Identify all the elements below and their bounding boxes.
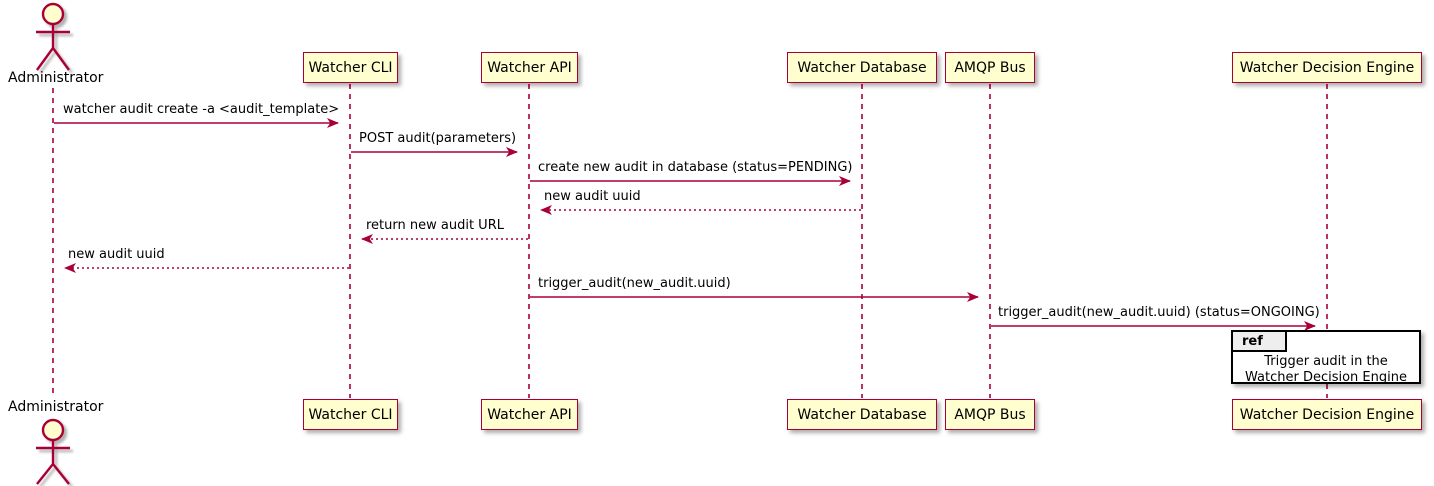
- participant-label: Watcher API: [487, 59, 572, 76]
- participant-label: AMQP Bus: [954, 59, 1026, 76]
- ref-body-line-1: Trigger audit in the: [1264, 354, 1388, 369]
- ref-body: Trigger audit in the Watcher Decision En…: [1233, 354, 1419, 386]
- participant-label: AMQP Bus: [954, 406, 1026, 423]
- message-label-6: new audit uuid: [68, 247, 165, 262]
- actor-label-bottom: Administrator: [8, 399, 104, 415]
- participant-bottom-watcher-api[interactable]: Watcher API: [481, 399, 578, 430]
- message-label-3: create new audit in database (status=PEN…: [538, 160, 853, 175]
- actor-label-top: Administrator: [8, 70, 104, 86]
- participant-bottom-amqp-bus[interactable]: AMQP Bus: [945, 399, 1035, 430]
- participant-top-watcher-decision-engine[interactable]: Watcher Decision Engine: [1232, 52, 1422, 83]
- participant-bottom-watcher-cli[interactable]: Watcher CLI: [303, 399, 398, 430]
- participant-label: Watcher Decision Engine: [1239, 59, 1415, 76]
- participant-top-amqp-bus[interactable]: AMQP Bus: [945, 52, 1035, 83]
- message-label-8: trigger_audit(new_audit.uuid) (status=ON…: [998, 305, 1320, 320]
- message-label-2: POST audit(parameters): [359, 131, 517, 146]
- actor-administrator-top: [36, 2, 70, 71]
- participant-bottom-watcher-database[interactable]: Watcher Database: [787, 399, 937, 430]
- participant-top-watcher-api[interactable]: Watcher API: [481, 52, 578, 83]
- lifelines: [52, 84, 1328, 398]
- participant-label: Watcher Database: [797, 406, 927, 423]
- participant-label: Watcher Decision Engine: [1239, 406, 1415, 423]
- ref-body-line-2: Watcher Decision Engine: [1245, 370, 1407, 385]
- ref-fragment: ref Trigger audit in the Watcher Decisio…: [1231, 330, 1421, 386]
- actor-administrator-bottom: [36, 418, 70, 485]
- ref-tab: ref: [1233, 332, 1287, 352]
- participant-label: Watcher CLI: [308, 59, 393, 76]
- ref-tab-clip: ref: [1233, 332, 1293, 354]
- message-arrows: [54, 118, 1316, 331]
- participant-label: Watcher Database: [797, 59, 927, 76]
- participant-label: Watcher API: [487, 406, 572, 423]
- message-label-5: return new audit URL: [366, 218, 504, 233]
- participant-top-watcher-cli[interactable]: Watcher CLI: [303, 52, 398, 83]
- participant-bottom-watcher-decision-engine[interactable]: Watcher Decision Engine: [1232, 399, 1422, 430]
- message-label-1: watcher audit create -a <audit_template>: [63, 102, 340, 117]
- participant-top-watcher-database[interactable]: Watcher Database: [787, 52, 937, 83]
- participant-label: Watcher CLI: [308, 406, 393, 423]
- message-label-4: new audit uuid: [544, 189, 641, 204]
- ref-tab-label: ref: [1242, 333, 1263, 349]
- message-label-7: trigger_audit(new_audit.uuid): [538, 276, 731, 291]
